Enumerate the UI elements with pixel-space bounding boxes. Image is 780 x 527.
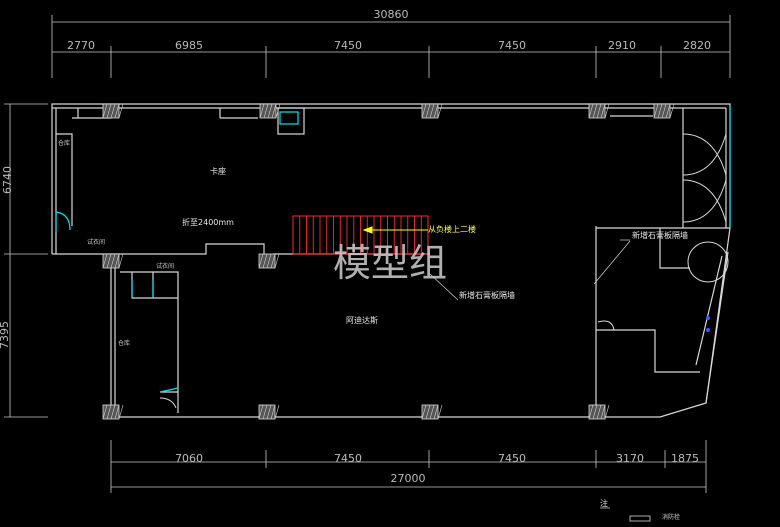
watermark: 模型组	[333, 241, 447, 285]
label-legend-item: 消防栓	[662, 513, 680, 521]
legend-symbol	[629, 515, 651, 522]
fixtures	[706, 316, 710, 332]
dim-left-lower: 7395	[0, 321, 11, 349]
dim-top-total: 30860	[374, 8, 409, 21]
structural-column	[102, 253, 124, 269]
structural-column	[258, 253, 280, 269]
label-new-wall-right: 新增石膏板隔墙	[632, 230, 688, 240]
dim-bottom-seg-4: 3170	[616, 452, 644, 465]
dim-bottom-seg-5: 1875	[671, 452, 699, 465]
dim-top-seg-1: 2770	[67, 39, 95, 52]
dim-bottom-total: 27000	[391, 472, 426, 485]
dim-top-seg-5: 2910	[608, 39, 636, 52]
label-ceiling-height: 折至2400mm	[182, 217, 234, 227]
structural-column	[588, 103, 610, 119]
dim-bottom-seg-2: 7450	[334, 452, 362, 465]
label-note: 注	[600, 498, 608, 508]
dim-top-seg-4: 7450	[498, 39, 526, 52]
left-dimensions	[4, 103, 48, 418]
entry-arcs	[159, 133, 729, 409]
structural-column	[258, 404, 280, 420]
structural-column	[259, 103, 281, 119]
structural-column	[653, 103, 675, 119]
bottom-dimensions	[110, 440, 707, 493]
top-dimensions	[51, 15, 731, 78]
label-main-hall: 阿迪达斯	[346, 315, 378, 325]
structural-column	[588, 404, 610, 420]
leader-lines	[429, 239, 631, 509]
label-storage-left: 仓库	[118, 339, 130, 347]
label-new-wall-mid: 新增石膏板隔墙	[459, 290, 515, 300]
dim-bottom-seg-1: 7060	[175, 452, 203, 465]
dim-top-seg-6: 2820	[683, 39, 711, 52]
structural-column	[421, 103, 443, 119]
stair-arrow	[362, 226, 428, 234]
stair-treads	[292, 216, 422, 254]
label-stair-note: 从负楼上二楼	[428, 224, 476, 234]
dim-top-seg-2: 6985	[175, 39, 203, 52]
dim-bottom-seg-3: 7450	[498, 452, 526, 465]
label-toilet: 试衣间	[156, 262, 174, 270]
structural-column	[421, 404, 443, 420]
structural-column	[102, 103, 124, 119]
label-main-room: 卡座	[210, 166, 226, 176]
dim-left-upper: 6740	[1, 166, 14, 194]
label-storage-top-left: 仓库	[58, 139, 70, 147]
structural-column	[102, 404, 124, 420]
doors	[55, 106, 731, 393]
dim-top-seg-3: 7450	[334, 39, 362, 52]
columns	[102, 103, 675, 420]
label-fitting-room: 试衣间	[87, 238, 105, 246]
